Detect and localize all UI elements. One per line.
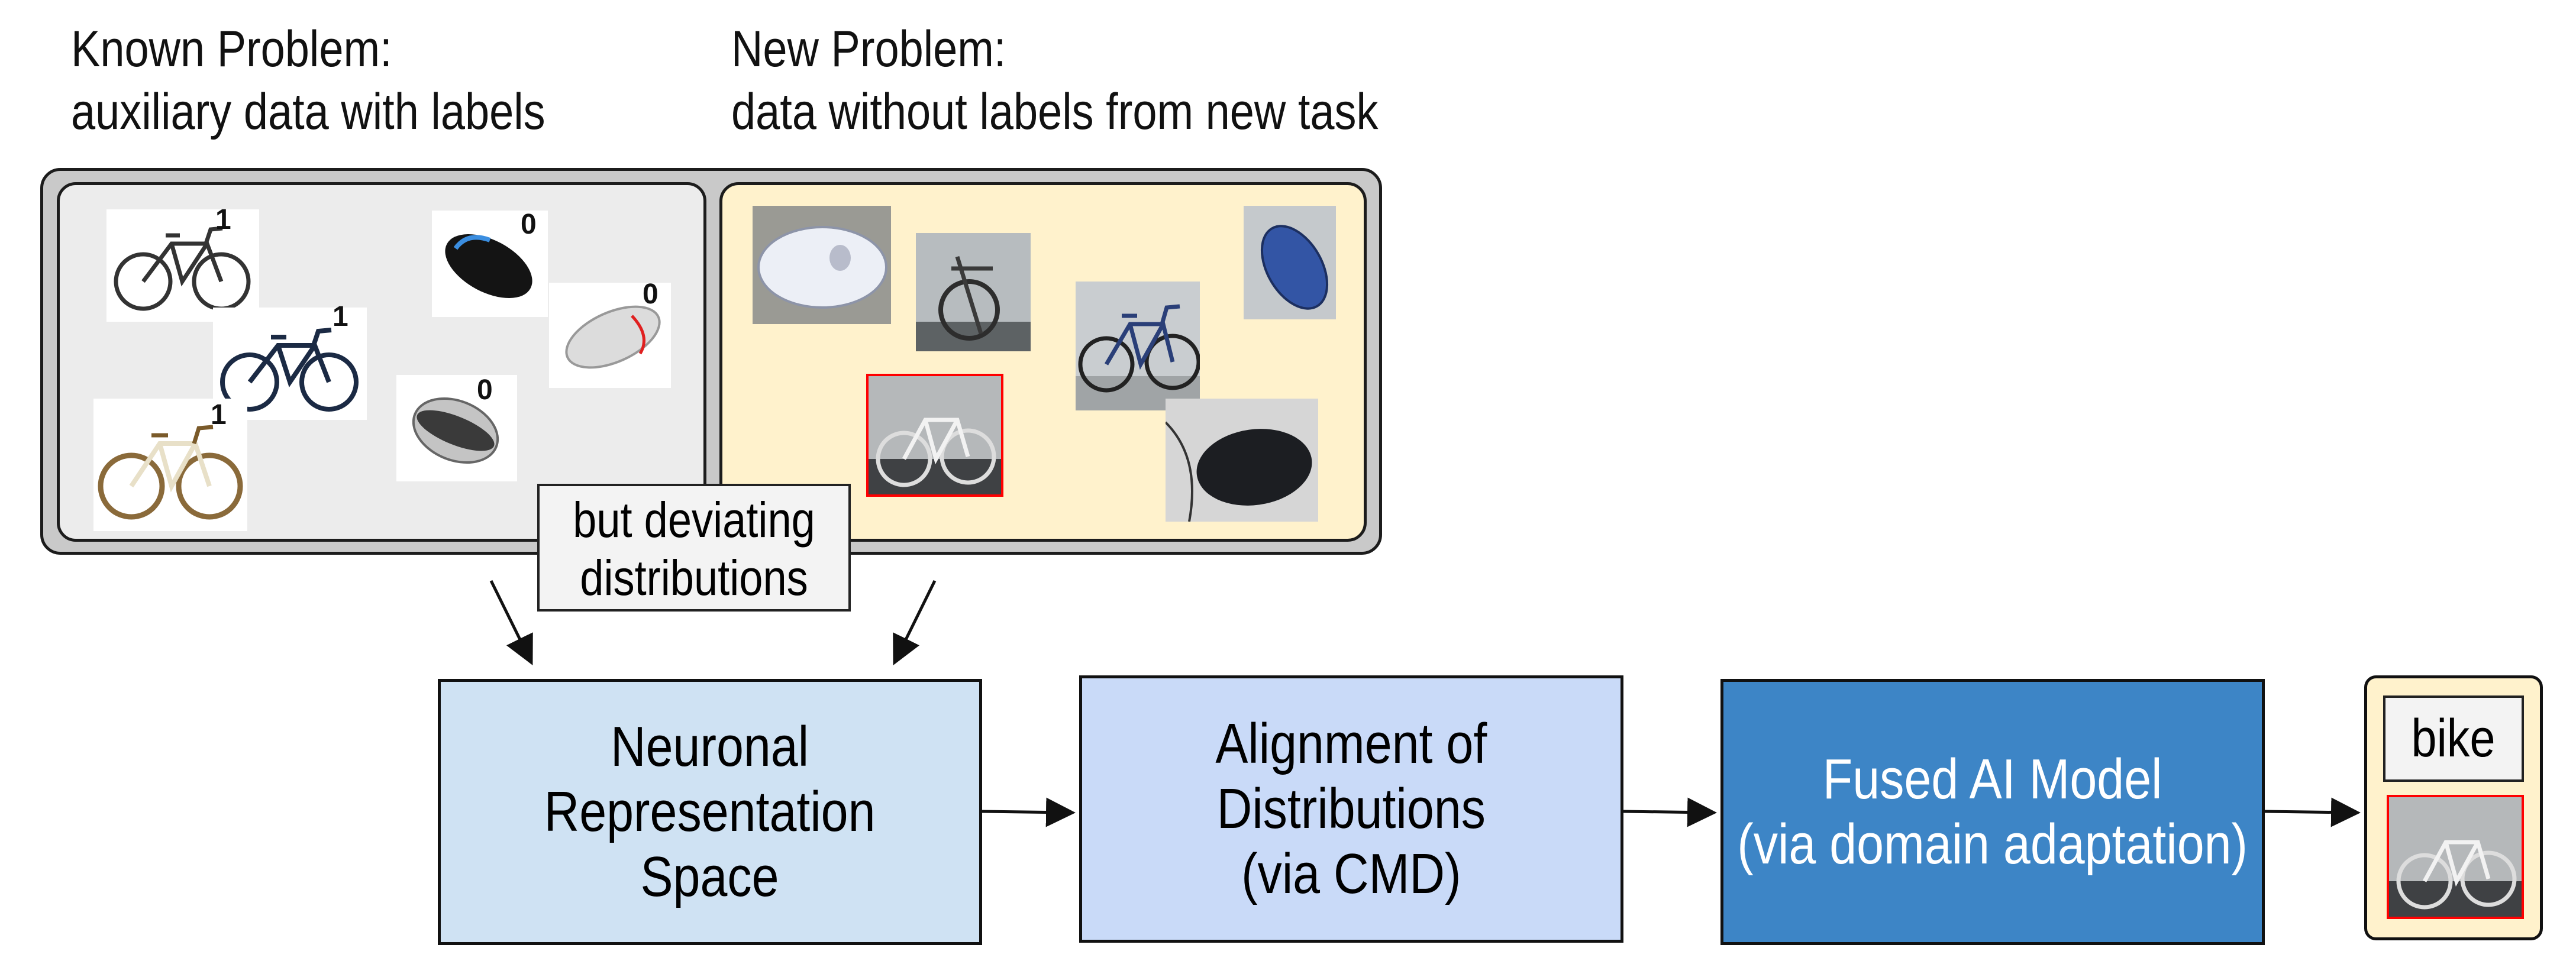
output-bike-image	[2387, 795, 2524, 919]
box2-line-1: Alignment of	[1215, 712, 1487, 775]
arrow-alignment-to-model	[1623, 797, 1717, 827]
alignment-box: Alignment of Distributions (via CMD)	[1079, 675, 1623, 943]
callout-line-2: distributions	[580, 550, 808, 606]
label-1: 1	[215, 204, 231, 235]
known-problem-title: Known Problem:	[71, 21, 392, 77]
bike-image	[916, 233, 1031, 351]
box3-line-1: Fused AI Model	[1823, 748, 2162, 811]
mouse-image	[753, 206, 891, 324]
label-1: 1	[333, 301, 348, 332]
callout-line-1: but deviating	[573, 492, 815, 548]
mouse-image	[1244, 206, 1336, 319]
output-label: bike	[2383, 695, 2524, 782]
neuronal-representation-box: Neuronal Representation Space	[438, 679, 982, 945]
box1-line-3: Space	[640, 845, 780, 908]
arrow-representation-to-alignment	[982, 797, 1076, 827]
output-label-text: bike	[2411, 709, 2496, 768]
known-problem-subtitle: auxiliary data with labels	[71, 83, 545, 140]
box2-line-3: (via CMD)	[1241, 842, 1461, 905]
box1-line-1: Neuronal	[611, 715, 809, 778]
bike-image	[93, 399, 247, 531]
mouse-image	[432, 211, 548, 317]
highlighted-bike-image	[866, 374, 1003, 497]
box3-line-2: (via domain adaptation)	[1737, 813, 2248, 876]
label-0: 0	[477, 374, 493, 406]
label-0: 0	[521, 209, 537, 240]
mouse-image	[1166, 399, 1318, 522]
label-1: 1	[211, 399, 227, 431]
box2-line-2: Distributions	[1216, 777, 1486, 840]
new-problem-title: New Problem:	[731, 21, 1006, 77]
arrow-known-to-representation	[489, 580, 533, 665]
deviating-distributions-callout: but deviating distributions	[537, 484, 851, 612]
bike-image	[213, 308, 367, 420]
label-0: 0	[643, 279, 658, 310]
arrow-model-to-output	[2264, 797, 2361, 827]
arrow-new-to-representation	[893, 580, 937, 665]
box1-line-2: Representation	[544, 780, 876, 843]
fused-model-box: Fused AI Model (via domain adaptation)	[1720, 679, 2265, 945]
mouse-image	[396, 375, 517, 481]
new-problem-subtitle: data without labels from new task	[731, 83, 1379, 140]
mouse-image	[549, 283, 671, 388]
